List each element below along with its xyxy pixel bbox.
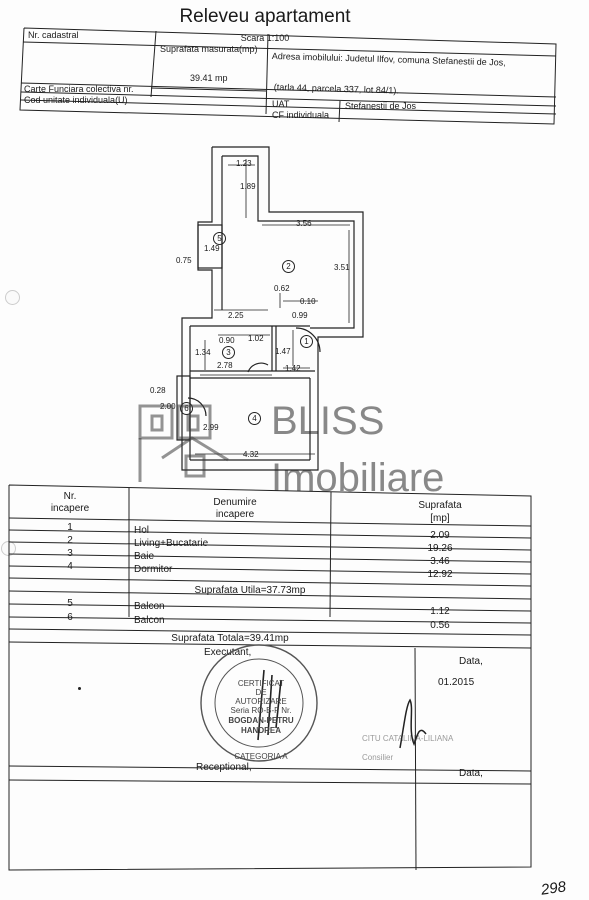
dim-label: 3.56 bbox=[296, 219, 312, 228]
room-area: 12.92 bbox=[427, 569, 453, 580]
dim-label: 1.47 bbox=[275, 347, 291, 356]
room-name: Dormitor bbox=[134, 564, 173, 575]
dim-label: 3.51 bbox=[334, 263, 350, 272]
page-title: Releveu apartament bbox=[179, 6, 351, 27]
data-label2: Data, bbox=[459, 768, 483, 779]
room-area: 2.09 bbox=[430, 530, 450, 541]
nr-cadastral-label: Nr. cadastral bbox=[28, 30, 79, 40]
col-header-suprafata: Suprafata bbox=[418, 500, 462, 511]
room-name: Living+Bucatarie bbox=[134, 538, 209, 549]
suprafata-utila: Suprafata Utila=37.73mp bbox=[194, 585, 306, 596]
room-area: 19.26 bbox=[427, 543, 453, 554]
room-nr: 3 bbox=[67, 548, 73, 559]
room-nr: 1 bbox=[67, 522, 73, 533]
col-header-denumire2: incapere bbox=[215, 509, 255, 520]
uat-label: UAT bbox=[272, 99, 290, 109]
stamp-line: CERTIFICAT bbox=[237, 679, 285, 688]
dim-label: 1.23 bbox=[236, 159, 252, 168]
stamp-line: HANDREA bbox=[241, 726, 281, 735]
dim-label: 0.10 bbox=[300, 297, 316, 306]
stamp-line: BOGDAN-PETRU bbox=[228, 716, 294, 725]
col-header-nr: Nr. bbox=[63, 491, 77, 502]
dim-label: 1.49 bbox=[204, 244, 220, 253]
room-nr: 5 bbox=[67, 598, 73, 609]
col-header-denumire: Denumire bbox=[213, 497, 257, 508]
punch-hole bbox=[5, 290, 20, 305]
dim-label: 2.25 bbox=[228, 311, 244, 320]
col-header-unit: [mp] bbox=[430, 513, 450, 524]
dim-label: 0.28 bbox=[150, 386, 166, 395]
suprafata-value: 39.41 mp bbox=[190, 73, 228, 83]
watermark-brand: BLISS bbox=[271, 399, 385, 443]
room-number: 4 bbox=[248, 412, 261, 425]
executant-label: Executant, bbox=[204, 647, 252, 658]
stamp-line: AUTORIZARE bbox=[235, 697, 287, 706]
room-number: 5 bbox=[213, 232, 226, 245]
room-nr: 6 bbox=[67, 612, 73, 623]
cf-label: CF individuala bbox=[272, 110, 330, 120]
room-name: Baie bbox=[134, 551, 155, 562]
room-nr: 4 bbox=[67, 561, 73, 572]
cod-unitate-label: Cod unitate individuala(U) bbox=[24, 95, 128, 105]
dim-label: 0.75 bbox=[176, 256, 192, 265]
header-table-lines bbox=[19, 27, 557, 125]
dim-label: 1.89 bbox=[240, 182, 256, 191]
room-area: 3.46 bbox=[430, 556, 450, 567]
signature-icon bbox=[399, 698, 427, 749]
data-label: Data, bbox=[459, 656, 483, 667]
dim-label: 1.02 bbox=[248, 334, 264, 343]
receptional-label: Receptional, bbox=[196, 762, 252, 773]
room-name: Hol bbox=[134, 525, 150, 536]
dim-label: 1.34 bbox=[195, 348, 211, 357]
stamp-line: DE bbox=[255, 688, 267, 697]
seal-stamp-icon bbox=[200, 644, 318, 762]
rooms-table-lines bbox=[8, 484, 532, 871]
dim-label: 0.62 bbox=[274, 284, 290, 293]
room-nr: 2 bbox=[67, 535, 73, 546]
stamp2-line: CITU CATALINA-LILIANA bbox=[362, 734, 454, 743]
ink-dot bbox=[78, 687, 81, 690]
data-value: 01.2015 bbox=[438, 677, 475, 688]
room-name: Balcon bbox=[134, 615, 165, 626]
stamp-line: Seria RO-B-F Nr. bbox=[230, 706, 292, 715]
room-area: 0.56 bbox=[430, 620, 450, 631]
carte-funciara-label: Carte Funciara colectiva nr. bbox=[24, 84, 134, 94]
watermark-logo-icon bbox=[138, 404, 229, 482]
scale-label: Scara 1:100 bbox=[240, 33, 290, 43]
dim-label: 0.90 bbox=[219, 336, 235, 345]
room-number: 2 bbox=[282, 260, 295, 273]
col-header-nr2: incapere bbox=[50, 503, 90, 514]
dim-label: 4.32 bbox=[243, 450, 259, 459]
suprafata-totala: Suprafata Totala=39.41mp bbox=[171, 633, 289, 644]
stamp-line: CATEGORIA A bbox=[234, 752, 288, 761]
page-number: 298 bbox=[539, 878, 568, 899]
room-number: 3 bbox=[222, 346, 235, 359]
dim-label: 2.78 bbox=[217, 361, 233, 370]
room-area: 1.12 bbox=[430, 606, 450, 617]
stamp2-line: Consilier bbox=[362, 753, 394, 762]
dim-label: 1.42 bbox=[285, 364, 301, 373]
uat-value: Stefanestii de Jos bbox=[345, 101, 417, 111]
dim-label: 0.99 bbox=[292, 311, 308, 320]
room-name: Balcon bbox=[134, 601, 165, 612]
room-number: 1 bbox=[300, 335, 313, 348]
suprafata-label: Suprafata masurata(mp) bbox=[160, 44, 258, 54]
